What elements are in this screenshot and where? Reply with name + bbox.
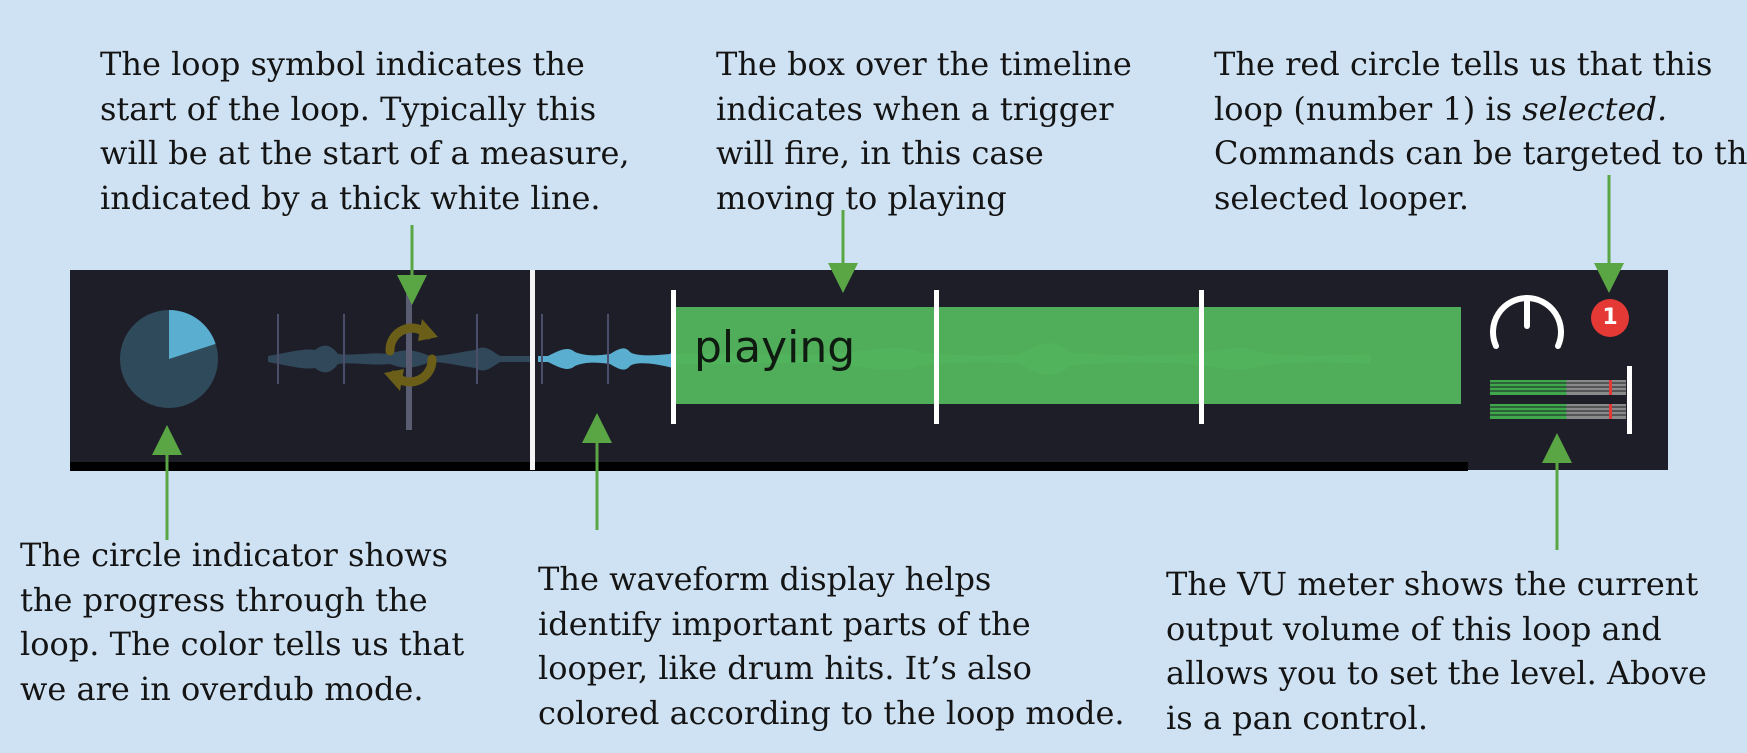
waveform-past bbox=[268, 345, 535, 373]
annotation-circle-indicator: The circle indicator shows the progress … bbox=[20, 536, 465, 708]
selected-loop-badge[interactable]: 1 bbox=[1591, 299, 1629, 337]
pan-knob[interactable] bbox=[1484, 290, 1570, 352]
progress-wedge bbox=[169, 310, 216, 359]
annotation-vu-meter: The VU meter shows the current output vo… bbox=[1166, 565, 1707, 737]
trigger-box[interactable] bbox=[673, 307, 1461, 404]
measure-tick bbox=[934, 290, 939, 424]
loop-start-icon bbox=[384, 319, 438, 391]
trigger-label: playing bbox=[694, 322, 856, 373]
progress-circle-indicator bbox=[120, 310, 218, 408]
timeline-bar bbox=[70, 462, 1468, 471]
annotation-trigger-box: The box over the timeline indicates when… bbox=[716, 45, 1132, 217]
vu-level-handle bbox=[1627, 366, 1632, 434]
vu-meter[interactable] bbox=[1488, 364, 1636, 436]
loop-start-divider bbox=[530, 270, 535, 470]
measure-tick bbox=[1199, 290, 1204, 424]
annotation-loop-symbol: The loop symbol indicates the start of t… bbox=[100, 45, 630, 217]
measure-tick bbox=[671, 290, 676, 424]
waveform-overdub bbox=[538, 348, 673, 370]
annotation-waveform: The waveform display helps identify impo… bbox=[538, 560, 1125, 732]
annotation-red-circle: The red circle tells us that this loop (… bbox=[1214, 45, 1747, 217]
